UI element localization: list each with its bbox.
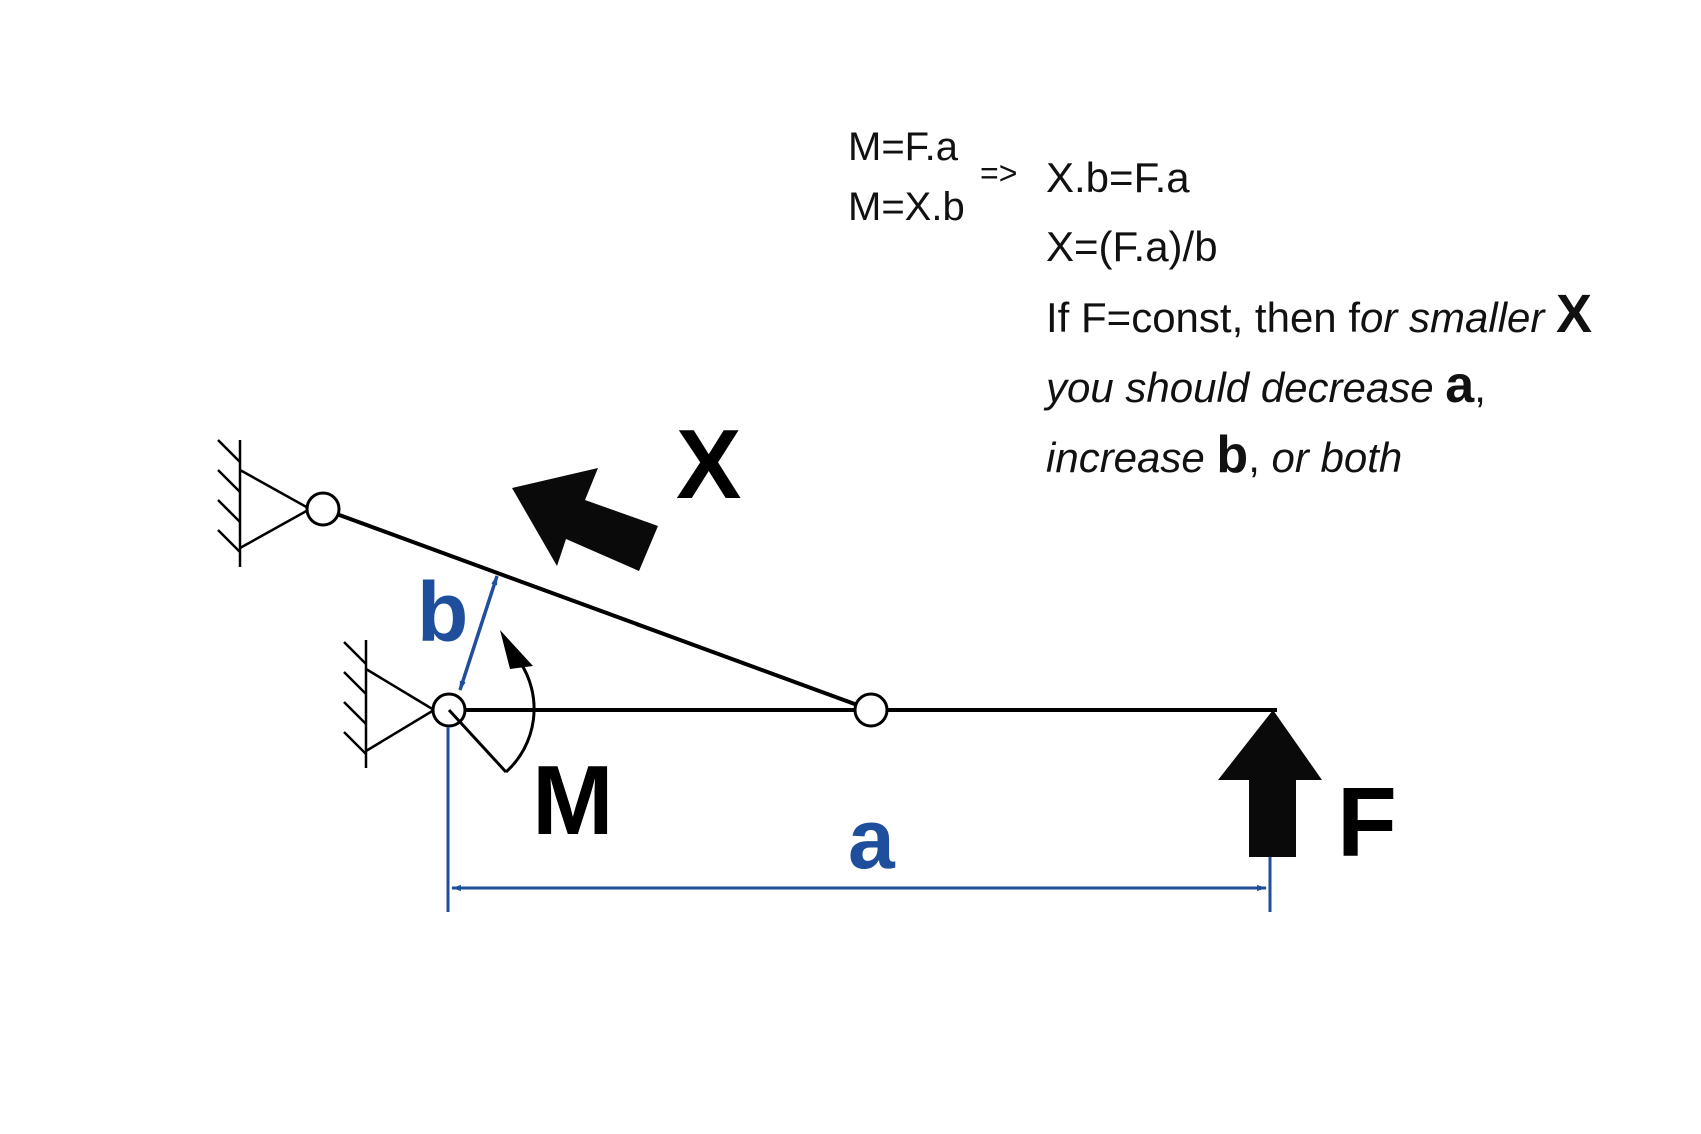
middle-joint [853,692,889,728]
lower-fixed-support [343,640,435,768]
inclined-link [322,507,872,712]
force-f-arrow [1218,710,1322,857]
upper-fixed-support [217,439,311,567]
moment-arc-arrow [447,630,536,774]
equation-m-xb: M=X.b [848,185,965,229]
upper-pivot-joint [305,491,341,527]
equations-block: M=F.a M=X.b => X.b=F.a X=(F.a)/b If F=co… [848,125,1592,484]
note-line-3: increase b, or both [1046,426,1402,484]
label-dimension-b: b [417,565,468,659]
note-line-1: If F=const, then for smaller X [1046,284,1592,344]
label-dimension-a: a [848,792,896,886]
dimension-a [446,727,1272,912]
equation-xb-fa: X.b=F.a [1046,154,1190,201]
implies-symbol: => [980,155,1017,191]
label-moment-m: M [532,745,614,855]
label-force-x: X [676,409,741,519]
note-line-2: you should decrease a, [1043,356,1486,414]
equation-x-solved: X=(F.a)/b [1046,223,1218,270]
equation-m-fa: M=F.a [848,125,959,169]
force-x-arrow [512,468,658,571]
label-force-f: F [1337,767,1397,877]
dimension-b-arrow [458,575,499,691]
